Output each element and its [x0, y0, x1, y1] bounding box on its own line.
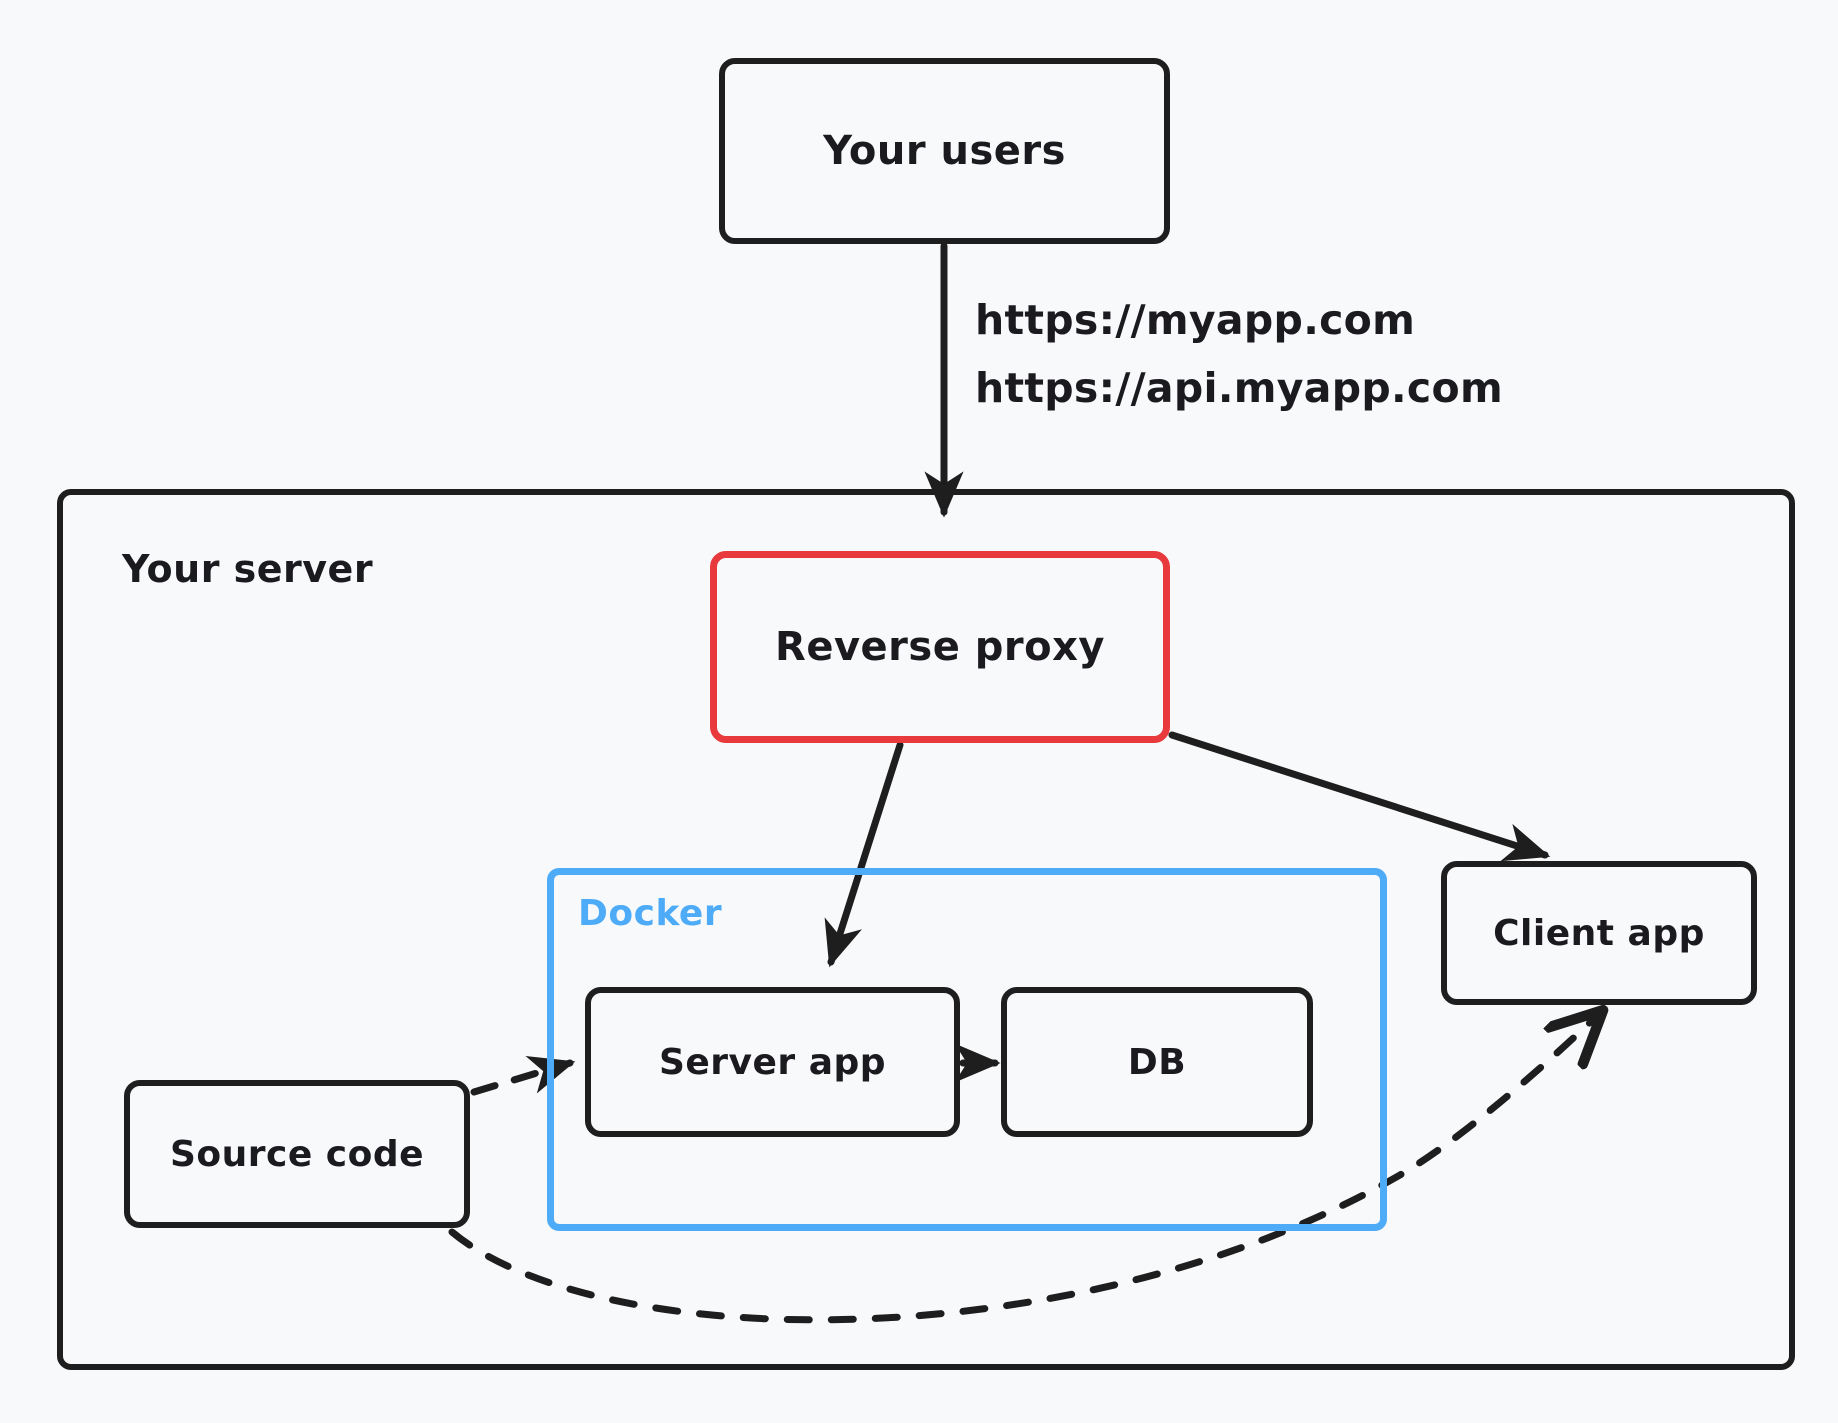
- server-app-node-label: Server app: [658, 1041, 887, 1083]
- reverse-proxy-node-label: Reverse proxy: [775, 624, 1105, 670]
- source-code-node-label: Source code: [169, 1133, 425, 1175]
- db-node[interactable]: DB: [1001, 987, 1313, 1137]
- server-container-label: Your server: [122, 547, 374, 591]
- url-app: https://myapp.com: [975, 296, 1416, 344]
- source-code-node[interactable]: Source code: [124, 1080, 470, 1228]
- docker-container-label: Docker: [578, 893, 723, 934]
- db-node-label: DB: [1127, 1041, 1187, 1083]
- server-container-box: [57, 489, 1795, 1370]
- server-app-node[interactable]: Server app: [585, 987, 960, 1137]
- client-app-node[interactable]: Client app: [1441, 861, 1757, 1005]
- users-node-label: Your users: [823, 128, 1066, 174]
- docker-container-box: [547, 868, 1387, 1231]
- reverse-proxy-node[interactable]: Reverse proxy: [710, 551, 1170, 743]
- users-node[interactable]: Your users: [719, 58, 1170, 244]
- client-app-node-label: Client app: [1493, 912, 1705, 954]
- url-api: https://api.myapp.com: [975, 364, 1504, 412]
- url-annotations: https://myapp.com https://api.myapp.com: [975, 296, 1503, 412]
